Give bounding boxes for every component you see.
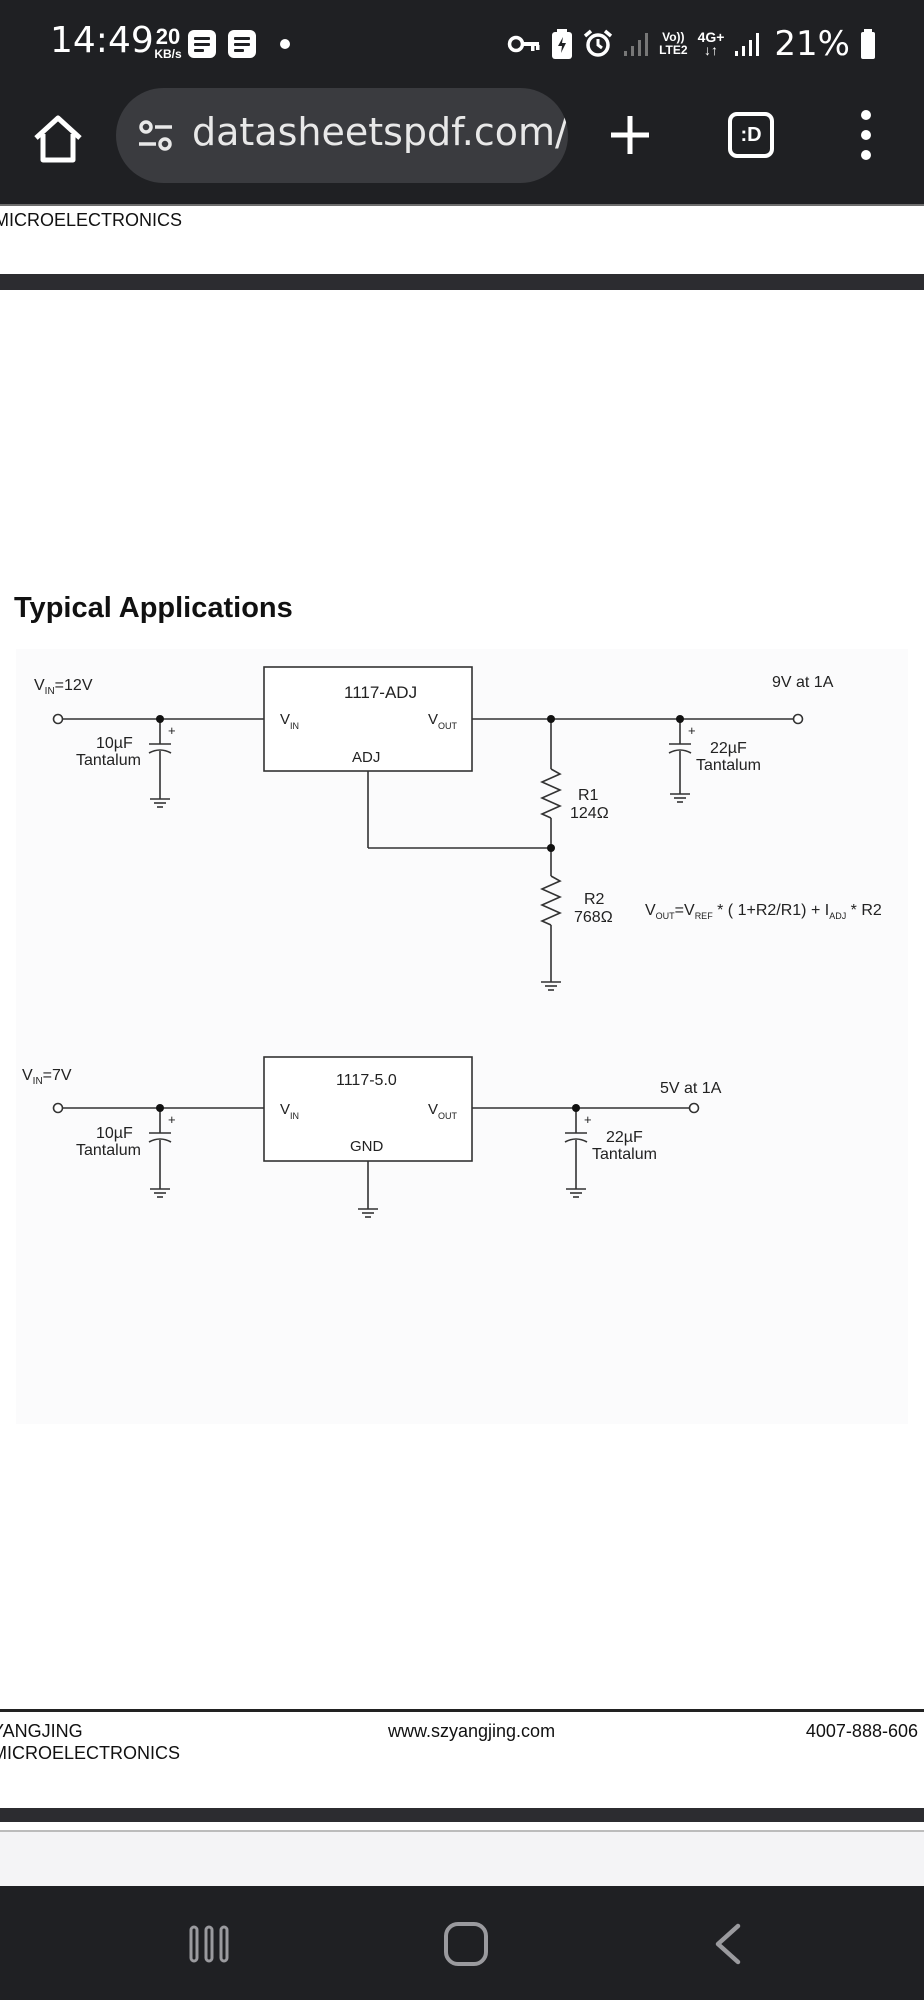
tab-switcher-button[interactable]: :D <box>728 112 774 158</box>
circuit1-cin-value: 10µF <box>96 735 133 752</box>
status-time: 14:49 <box>50 20 154 61</box>
document-notification-icon <box>188 30 216 58</box>
network-type-label: 4G+ ↓↑ <box>697 29 725 58</box>
next-page-preview <box>0 1830 924 1886</box>
application-circuits: VIN=12V 1117-ADJ VIN VOUT ADJ 9V at 1A 1… <box>16 649 908 1424</box>
adjustable-regulator-circuit <box>52 666 804 991</box>
circuit1-ic-name: 1117-ADJ <box>344 683 417 702</box>
circuit2-pin-vin: VIN <box>280 1101 299 1121</box>
circuit1-cout-type: Tantalum <box>696 757 761 774</box>
footer-phone: 4007-888-606 <box>805 1721 918 1741</box>
circuit2-pin-vout: VOUT <box>428 1101 458 1121</box>
url-text[interactable]: datasheetspdf.com/i <box>192 110 568 154</box>
divider <box>0 1709 924 1712</box>
circuit1-pin-adj: ADJ <box>352 749 380 766</box>
circuit2-cin-plus: + <box>168 1112 176 1127</box>
site-settings-icon[interactable] <box>136 116 176 156</box>
circuit1-cin-type: Tantalum <box>76 752 141 769</box>
circuit2-cout-type: Tantalum <box>592 1146 657 1163</box>
home-button[interactable] <box>30 112 86 168</box>
volte-lte2-label: Vo)) LTE2 <box>659 30 688 57</box>
network-speed: 20 KB/s <box>154 24 182 61</box>
circuit2-cout-plus: + <box>584 1112 592 1127</box>
signal-sim1-icon <box>624 33 649 56</box>
section-title: Typical Applications <box>14 592 293 624</box>
circuit1-pin-vout: VOUT <box>428 711 458 731</box>
battery-percentage: 21% <box>774 24 850 64</box>
more-notifications-dot-icon <box>280 39 290 49</box>
footer-website[interactable]: www.szyangjing.com <box>388 1721 556 1741</box>
vout-formula: VOUT=VREF * ( 1+R2/R1) + IADJ * R2 <box>645 902 882 921</box>
divider <box>0 204 924 206</box>
circuit1-cout-value: 22µF <box>710 740 747 757</box>
page-separator <box>0 1808 924 1822</box>
junction-dots <box>156 715 684 852</box>
circuit1-cin-plus: + <box>168 723 176 738</box>
fixed-regulator-circuit <box>52 1056 700 1218</box>
junction-dots <box>156 1104 580 1112</box>
r1-value: 124Ω <box>570 805 609 822</box>
circuit2-cout-value: 22µF <box>606 1129 643 1146</box>
alarm-icon <box>583 29 613 57</box>
back-button[interactable] <box>708 1922 748 1966</box>
status-bar: 14:49 20 KB/s Vo)) LTE2 <box>0 0 924 88</box>
footer-company-line1: YANGJING <box>0 1721 83 1741</box>
document-notification-icon <box>228 30 256 58</box>
r2-name: R2 <box>584 891 605 908</box>
circuit1-vin-label: VIN=12V <box>34 677 93 697</box>
recent-apps-button[interactable] <box>188 1924 230 1964</box>
home-nav-button[interactable] <box>444 1922 488 1966</box>
circuit2-cin-value: 10µF <box>96 1125 133 1142</box>
dot-icon <box>861 150 871 160</box>
r2-value: 768Ω <box>574 909 613 926</box>
new-tab-button[interactable] <box>605 110 655 160</box>
circuit2-ic-name: 1117-5.0 <box>336 1072 397 1089</box>
circuit2-vin-label: VIN=7V <box>22 1067 72 1087</box>
r1-name: R1 <box>578 787 599 804</box>
page-separator <box>0 274 924 290</box>
circuit2-pin-gnd: GND <box>350 1138 384 1155</box>
page-header: MICROELECTRONICS <box>0 206 924 274</box>
header-company-name: MICROELECTRONICS <box>0 210 183 230</box>
battery-saver-icon <box>552 29 573 59</box>
circuit2-cin-type: Tantalum <box>76 1142 141 1159</box>
vpn-key-icon <box>507 35 540 53</box>
status-icons: Vo)) LTE2 4G+ ↓↑ 21% <box>507 24 876 64</box>
footer-company-line2: MICROELECTRONICS <box>0 1743 181 1763</box>
page-footer: YANGJING MICROELECTRONICS www.szyangjing… <box>0 1709 924 1809</box>
circuit1-pin-vin: VIN <box>280 711 299 731</box>
circuit2-output-label: 5V at 1A <box>660 1080 722 1097</box>
circuit1-cout-plus: + <box>688 723 696 738</box>
signal-sim2-icon <box>735 33 760 56</box>
address-bar[interactable]: datasheetspdf.com/i <box>116 88 568 183</box>
dot-icon <box>861 110 871 120</box>
battery-icon <box>861 29 875 59</box>
more-options-button[interactable] <box>858 108 874 164</box>
dot-icon <box>861 130 871 140</box>
pdf-document[interactable]: MICROELECTRONICS Typical Applications <box>0 204 924 1886</box>
circuit1-output-label: 9V at 1A <box>772 674 834 691</box>
browser-toolbar: datasheetspdf.com/i :D <box>0 88 924 204</box>
navigation-bar <box>0 1886 924 2000</box>
